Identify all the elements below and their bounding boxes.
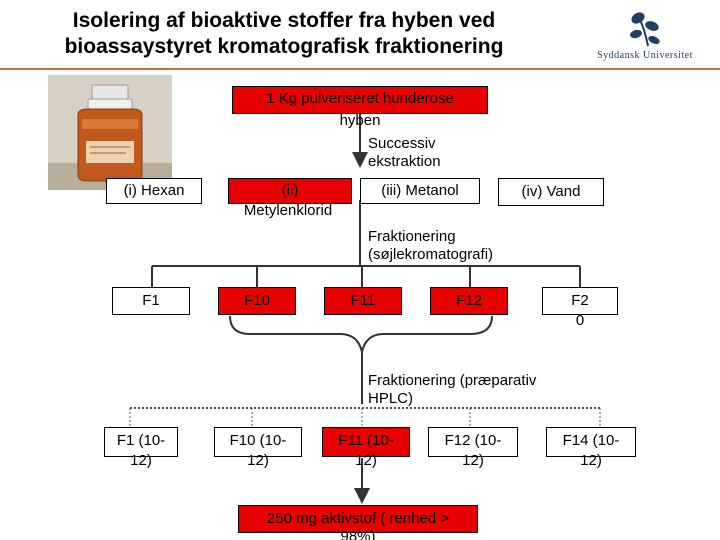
- extract-vand-label: (iv) Vand: [521, 183, 581, 200]
- extract-metylenklorid-box: (ii): [228, 178, 352, 204]
- start-line-1: 1 Kg pulveriseret hunderose: [266, 90, 454, 107]
- extraction-step-label: Successiv ekstraktion: [368, 135, 488, 171]
- column-fractionation-line-2: (søjlekromatografi): [368, 246, 494, 263]
- result-line-2: 98%): [340, 528, 376, 540]
- fraction-f1-box: F1: [112, 287, 190, 315]
- fraction-f10-box: F10: [218, 287, 296, 315]
- column-fractionation-label: Fraktionering (søjlekromatografi): [368, 228, 548, 264]
- grouping-brace: [229, 315, 493, 353]
- subfraction-f11-box: F11 (10-: [322, 427, 410, 457]
- extract-metanol-box: (iii) Metanol: [360, 178, 480, 204]
- fraction-f20-line-2: 0: [575, 312, 585, 329]
- subfraction-f10-box: F10 (10-: [214, 427, 302, 457]
- title-line-1: Isolering af bioaktive stoffer fra hyben…: [72, 9, 496, 32]
- logo-text: Syddansk Universitet: [597, 50, 693, 61]
- result-line-1: 250 mg aktivstof ( renhed >: [266, 510, 450, 527]
- column-fractionation-line-1: Fraktionering: [368, 228, 456, 245]
- subfraction-f14-line-1: F14 (10-: [562, 432, 620, 449]
- page-title: Isolering af bioaktive stoffer fra hyben…: [4, 8, 564, 60]
- fraction-f1-label: F1: [142, 292, 160, 309]
- hplc-fractionation-line-1: Fraktionering (præparativ: [368, 372, 537, 389]
- subfraction-f14-box: F14 (10-: [546, 427, 636, 457]
- fraction-f11-box: F11: [324, 287, 402, 315]
- extraction-line-2: ekstraktion: [368, 153, 441, 170]
- fraction-f10-label: F10: [244, 292, 270, 309]
- subfraction-f12-box: F12 (10-: [428, 427, 518, 457]
- subfraction-f10-line-2: 12): [247, 452, 269, 469]
- extract-metylenklorid-line-1: (ii): [281, 182, 299, 199]
- subfraction-f14-line-2: 12): [580, 452, 602, 469]
- hplc-fractionation-line-2: HPLC): [368, 390, 414, 407]
- hplc-fractionation-label: Fraktionering (præparativ HPLC): [368, 372, 588, 408]
- fraction-f12-label: F12: [456, 292, 482, 309]
- subfraction-f1-box: F1 (10-: [104, 427, 178, 457]
- subfraction-f10-line-1: F10 (10-: [229, 432, 287, 449]
- extract-hexan-box: (i) Hexan: [106, 178, 202, 204]
- fraction-f11-label: F11: [350, 292, 376, 309]
- title-line-2: bioassaystyret kromatografisk fraktioner…: [64, 35, 504, 58]
- result-box: 250 mg aktivstof ( renhed >: [238, 505, 478, 533]
- subfraction-f11-line-1: F11 (10-: [338, 432, 394, 449]
- extract-metanol-label: (iii) Metanol: [381, 182, 459, 199]
- extraction-line-1: Successiv: [368, 135, 436, 152]
- extract-hexan-label: (i) Hexan: [123, 182, 185, 199]
- start-material-box: 1 Kg pulveriseret hunderose: [232, 86, 488, 114]
- subfraction-f11-line-2: 12): [355, 452, 377, 469]
- title-divider: [0, 68, 720, 70]
- subfraction-f1-line-1: F1 (10-: [116, 432, 166, 449]
- extract-vand-box: (iv) Vand: [498, 178, 604, 206]
- extract-metylenklorid-line-2: Metylenklorid: [243, 202, 333, 219]
- subfraction-f12-line-2: 12): [462, 452, 484, 469]
- fraction-f12-box: F12: [430, 287, 508, 315]
- leaf-logo-icon: [630, 12, 660, 47]
- subfraction-f1-line-2: 12): [130, 452, 152, 469]
- university-logo: Syddansk Universitet: [580, 8, 710, 68]
- fraction-f20-box: F2: [542, 287, 618, 315]
- start-line-2: hyben: [339, 112, 381, 129]
- subfraction-f12-line-1: F12 (10-: [444, 432, 502, 449]
- fraction-f20-line-1: F2: [571, 292, 589, 309]
